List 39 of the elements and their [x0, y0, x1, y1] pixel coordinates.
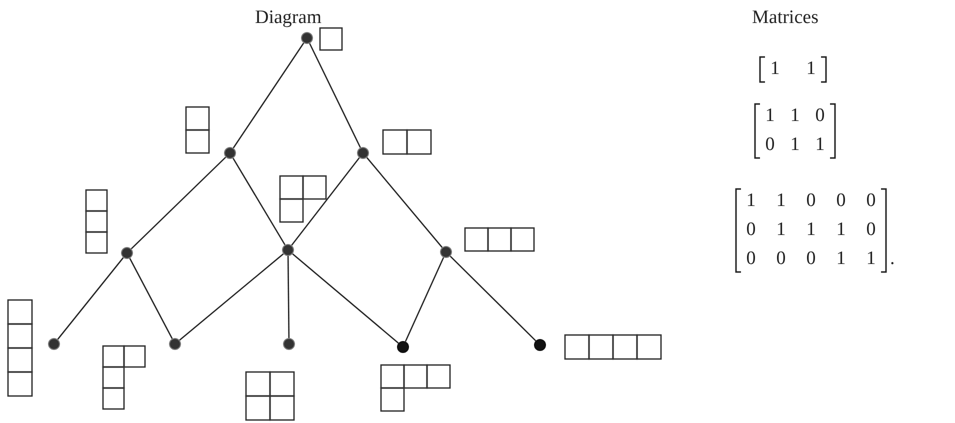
matrix-entry: 0 — [805, 248, 817, 270]
matrix-entry: 1 — [805, 58, 817, 80]
matrix-entry: 1 — [814, 134, 826, 156]
matrix-entry: 1 — [835, 248, 847, 270]
matrix-entry: 0 — [865, 219, 877, 241]
matrix-entry: 1 — [789, 134, 801, 156]
matrix-entry: 0 — [835, 190, 847, 212]
matrix-entry: 0 — [764, 134, 776, 156]
matrix-entry: 1 — [775, 190, 787, 212]
edge-line — [292, 253, 399, 344]
edge-line — [130, 156, 226, 250]
matrix-entry: 0 — [745, 248, 757, 270]
column-heading: Diagram — [255, 6, 322, 30]
column-heading: Matrices — [752, 6, 818, 30]
edge-line — [287, 256, 290, 338]
matrix-entry: 0 — [775, 248, 787, 270]
matrix-entry: 0 — [805, 190, 817, 212]
edge-line — [232, 158, 286, 246]
edge-line — [232, 42, 304, 148]
matrix-entry: 1 — [764, 105, 776, 127]
matrix-entry: 1 — [835, 219, 847, 241]
edge-line — [57, 257, 124, 340]
matrix-entry: 0 — [865, 190, 877, 212]
edge-line — [366, 157, 443, 248]
matrix-entry: 1 — [775, 219, 787, 241]
edge-line — [179, 253, 284, 341]
matrix-entry: 1 — [865, 248, 877, 270]
matrix-entry: 1 — [789, 105, 801, 127]
edge-line — [129, 258, 173, 339]
edge-line — [309, 43, 361, 148]
matrix-entry: 1 — [745, 190, 757, 212]
matrix-entry: 1 — [769, 58, 781, 80]
edge-line — [450, 256, 536, 342]
matrix-entry: 0 — [814, 105, 826, 127]
edge-line — [404, 257, 444, 342]
edge-line — [291, 157, 360, 246]
period-mark: . — [890, 248, 895, 270]
matrix-entry: 0 — [745, 219, 757, 241]
matrix-entry: 1 — [805, 219, 817, 241]
